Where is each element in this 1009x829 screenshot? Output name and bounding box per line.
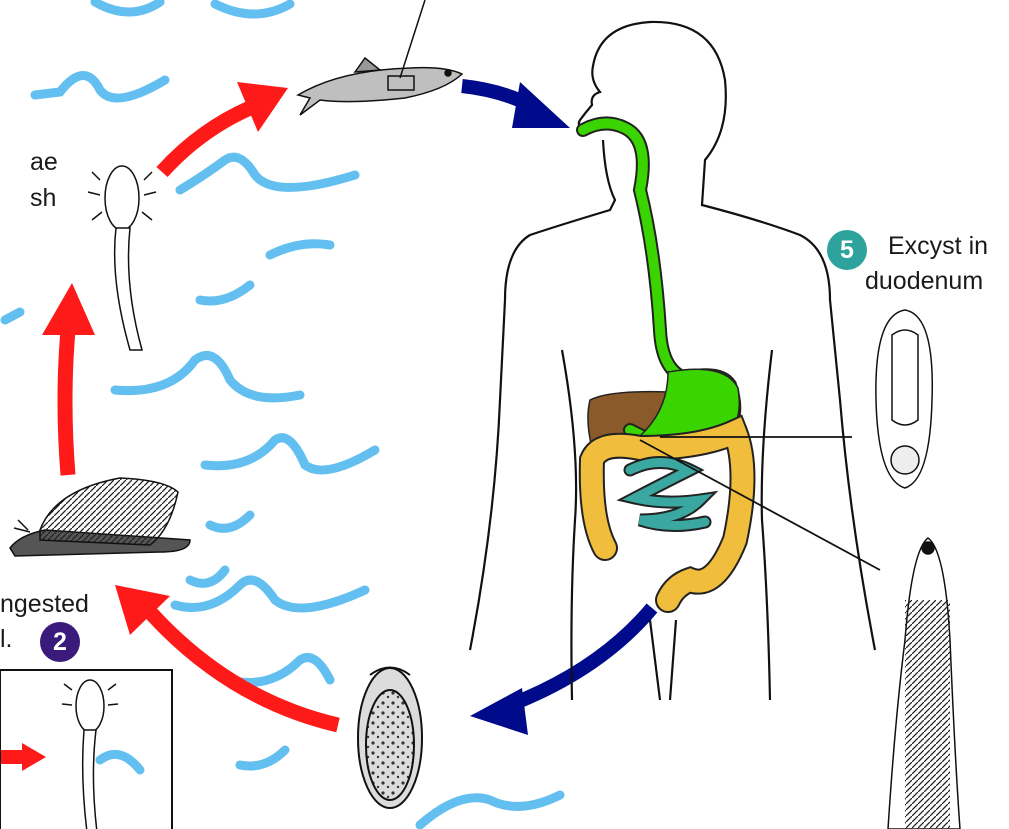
- arrow-head: [22, 743, 46, 771]
- partial-label-bottom-left-2: l.: [0, 625, 13, 654]
- arrow-head: [512, 82, 570, 128]
- step-5-label-line1: Excyst in: [888, 232, 988, 261]
- wave: [35, 75, 165, 98]
- egg-icon: [358, 668, 422, 809]
- wave: [230, 658, 330, 683]
- fish-icon: [298, 0, 462, 115]
- partial-label-top-left-1: ae: [30, 148, 58, 177]
- arrow-human-to-egg: [510, 608, 652, 705]
- partial-label-top-left-2: sh: [30, 184, 56, 213]
- wave: [215, 4, 290, 14]
- wave: [200, 285, 250, 301]
- step-5-badge: 5: [827, 230, 867, 270]
- wave: [270, 244, 330, 255]
- wave: [210, 515, 250, 528]
- wave: [190, 570, 225, 583]
- partial-label-bottom-left-1: ngested: [0, 590, 89, 619]
- arrow-cercaria-to-fish: [162, 108, 250, 172]
- wave: [5, 312, 20, 320]
- arrow-head: [470, 688, 528, 735]
- wave: [205, 438, 375, 470]
- wave: [100, 754, 140, 770]
- wave: [240, 750, 285, 766]
- adult-fluke-icon: [888, 538, 960, 829]
- arrow-head: [42, 283, 95, 335]
- step-5-label-line2: duodenum: [865, 267, 983, 296]
- wave: [95, 2, 160, 12]
- snail-icon: [10, 478, 190, 556]
- wave: [180, 157, 355, 190]
- arrow-snail-to-cercaria: [65, 330, 68, 475]
- wave: [420, 795, 560, 825]
- cercaria-icon: [88, 166, 156, 350]
- wave: [115, 356, 300, 398]
- metacercaria-icon: [876, 310, 932, 488]
- arrow-egg-to-snail: [150, 612, 338, 725]
- step-2-badge: 2: [40, 622, 80, 662]
